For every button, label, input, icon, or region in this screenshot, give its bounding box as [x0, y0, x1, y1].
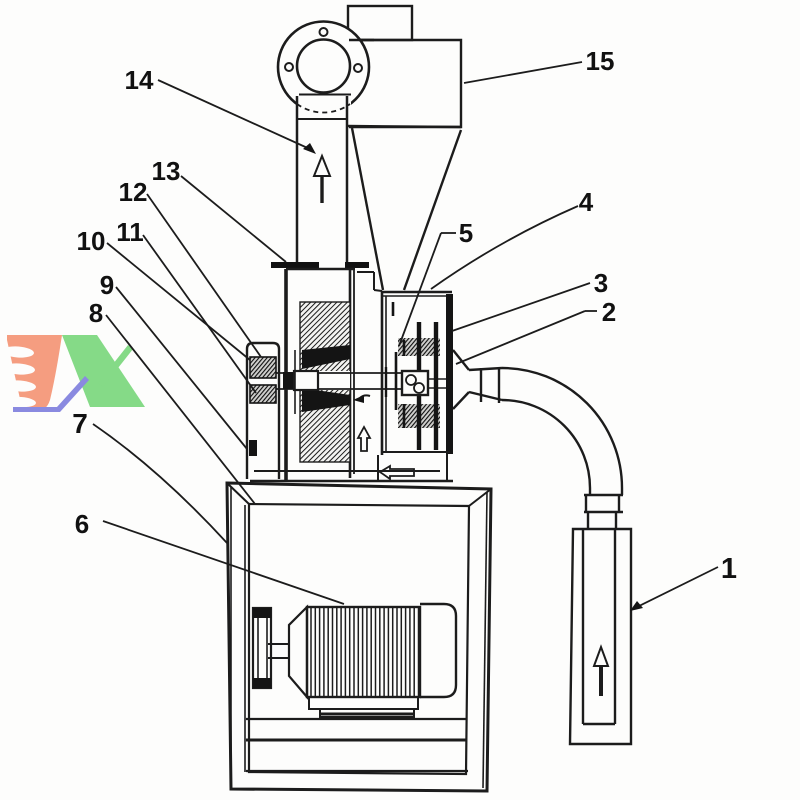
svg-text:1: 1 — [721, 553, 737, 585]
svg-text:7: 7 — [72, 408, 88, 439]
svg-text:11: 11 — [116, 217, 144, 247]
svg-text:9: 9 — [100, 270, 114, 300]
svg-text:2: 2 — [602, 297, 616, 327]
svg-text:13: 13 — [152, 156, 181, 186]
svg-text:15: 15 — [586, 46, 615, 76]
svg-text:6: 6 — [75, 509, 89, 539]
svg-text:4: 4 — [579, 187, 594, 217]
svg-text:5: 5 — [459, 218, 473, 248]
svg-text:14: 14 — [125, 65, 154, 95]
svg-text:3: 3 — [594, 268, 608, 298]
svg-text:12: 12 — [119, 177, 148, 207]
svg-text:10: 10 — [77, 226, 106, 256]
svg-text:8: 8 — [89, 298, 103, 328]
